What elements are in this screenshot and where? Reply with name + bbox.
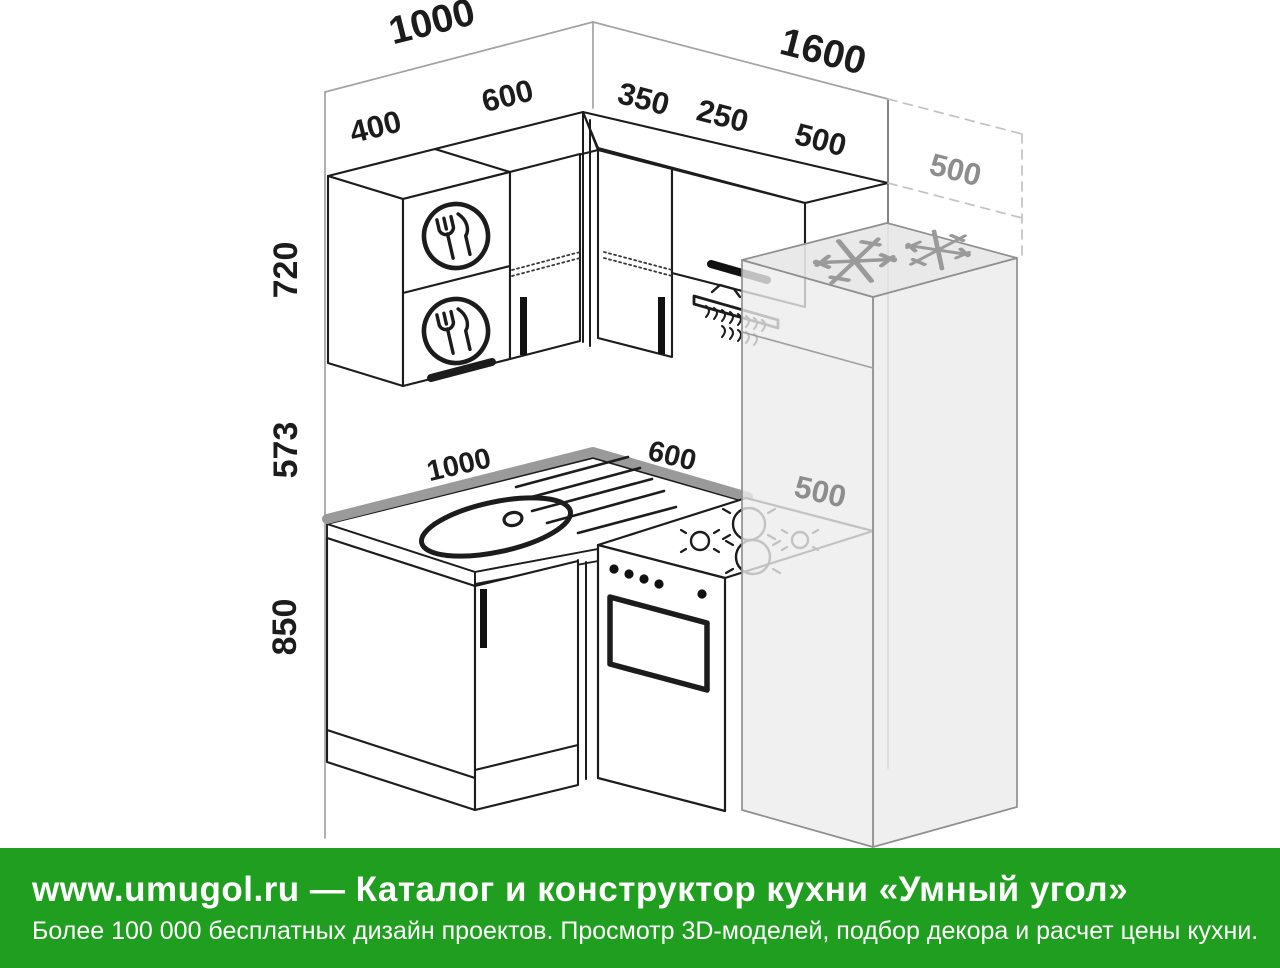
footer-site-title: www.umugol.ru — Каталог и конструктор ку… (32, 870, 1129, 909)
footer-tagline: Более 100 000 бесплатных дизайн проектов… (32, 917, 1259, 945)
base-cabinet-front (473, 559, 580, 812)
backsplash-strip (322, 447, 753, 524)
upper-cabinets-left-run (326, 110, 600, 388)
base-cabinet-side (325, 536, 477, 812)
dim-fridge-niche-500: 500 (926, 147, 985, 193)
shelf-dotted-line (603, 251, 673, 277)
shelf-dotted-line (511, 251, 581, 277)
site-footer-banner: www.umugol.ru — Каталог и конструктор ку… (0, 848, 1280, 968)
wall-cabinet-400-side (326, 174, 405, 388)
cabinet-handle (480, 589, 487, 648)
oven-door (607, 594, 710, 693)
dim-height-720: 720 (267, 242, 305, 299)
fridge-side (872, 257, 1018, 848)
corner-seam-upper (582, 112, 591, 347)
dim-height-573: 573 (267, 422, 305, 479)
dim-upper-600: 600 (478, 73, 537, 119)
stove-knobs (609, 564, 707, 599)
fridge-front (741, 259, 874, 848)
dim-upper-350: 350 (614, 75, 673, 122)
tap-icon (502, 510, 524, 528)
dim-upper-250: 250 (693, 92, 752, 139)
wall-cabinet-corner-front (596, 148, 674, 359)
fridge (741, 222, 1018, 848)
dish-rack-bar (427, 358, 496, 382)
corner-seam-base (577, 559, 587, 780)
dim-wall-left-total: 1000 (385, 0, 480, 53)
dim-upper-500: 500 (791, 116, 850, 163)
fridge-niche-dashed-box (887, 98, 1023, 259)
sink-icon (418, 495, 574, 559)
wall-cabinet-600-front (508, 152, 582, 361)
dim-height-850: 850 (266, 599, 304, 656)
cabinet-handle (520, 297, 527, 355)
base-corner-cabinet (325, 536, 580, 812)
dim-upper-400: 400 (346, 104, 405, 150)
kitchen-isometric-diagram: 1000 1600 400 600 350 250 500 720 573 85… (266, 0, 1023, 848)
drainboard-lines (514, 455, 678, 535)
cabinet-handle (658, 297, 665, 354)
